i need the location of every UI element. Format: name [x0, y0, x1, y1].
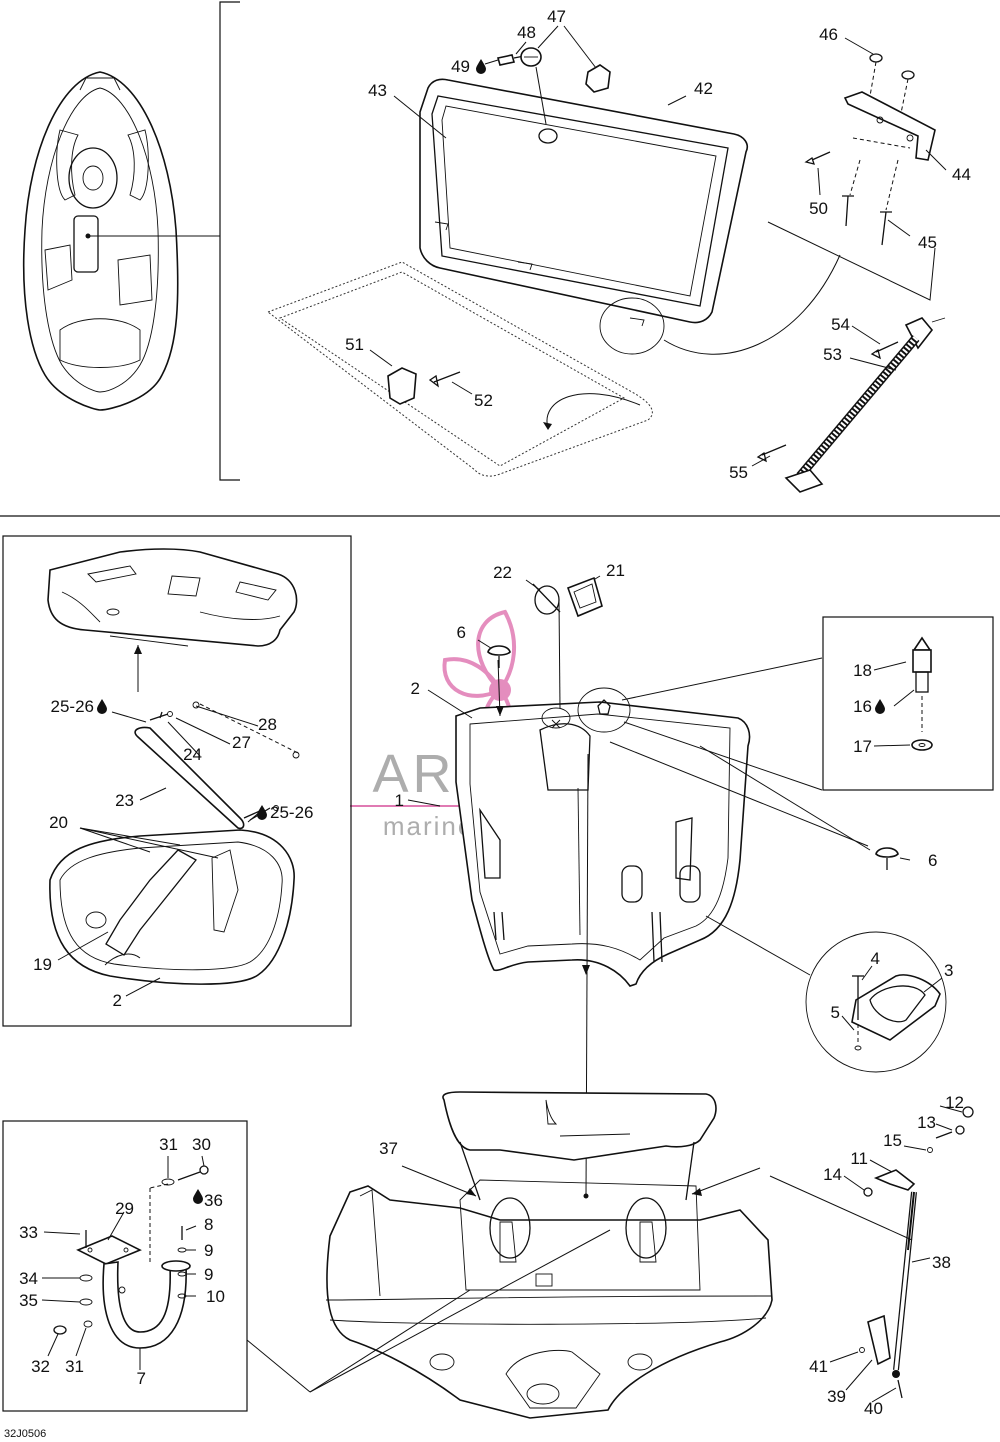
- callout-18: 18: [853, 661, 872, 680]
- callout-30: 30: [192, 1135, 211, 1154]
- callout-11: 11: [850, 1149, 868, 1168]
- callout-4: 4: [871, 949, 880, 968]
- storage-opening-outline: [266, 261, 653, 477]
- callout-54: 54: [831, 315, 850, 334]
- callout-45: 45: [918, 233, 937, 252]
- callout-3: 3: [944, 961, 953, 980]
- callout-5: 5: [831, 1003, 840, 1022]
- callout-25-26-upper: 25-26: [51, 697, 94, 716]
- callout-14: 14: [823, 1165, 842, 1184]
- callout-38: 38: [932, 1253, 951, 1272]
- callout-9-upper: 9: [204, 1241, 213, 1260]
- callout-44: 44: [952, 165, 971, 184]
- callout-27: 27: [232, 733, 251, 752]
- callout-37: 37: [379, 1139, 398, 1158]
- callout-23: 23: [115, 791, 134, 810]
- callout-36: 36: [204, 1191, 223, 1210]
- fastener-inset-parts: [873, 636, 933, 751]
- callout-46: 46: [819, 25, 838, 44]
- callout-2-seat: 2: [113, 991, 122, 1010]
- callout-42: 42: [694, 79, 713, 98]
- callout-40: 40: [864, 1399, 883, 1418]
- clip-parts-21-22: [487, 576, 603, 668]
- callout-47: 47: [547, 7, 566, 26]
- callout-12: 12: [945, 1093, 964, 1112]
- storage-lid-frame: [419, 78, 749, 327]
- callout-49: 49: [451, 57, 470, 76]
- gas-spring-53: [756, 317, 946, 493]
- callout-1: 1: [395, 791, 404, 810]
- callout-22: 22: [493, 563, 512, 582]
- callout-21: 21: [606, 561, 625, 580]
- callout-10: 10: [206, 1287, 225, 1306]
- callout-16: 16: [853, 697, 872, 716]
- callout-33: 33: [19, 1223, 38, 1242]
- lid-latch-parts: [496, 47, 611, 125]
- callout-20: 20: [49, 813, 68, 832]
- inset-box-fastener: [822, 616, 994, 791]
- callout-55: 55: [729, 463, 748, 482]
- callout-25-26-lower: 25-26: [270, 803, 313, 822]
- storage-bin-1: [455, 599, 751, 1199]
- callout-43: 43: [368, 81, 387, 100]
- callout-34: 34: [19, 1269, 38, 1288]
- hull-rear-view: [325, 1091, 773, 1419]
- callout-41: 41: [809, 1357, 828, 1376]
- callout-35: 35: [19, 1291, 38, 1310]
- callout-51: 51: [345, 335, 364, 354]
- callout-31-bottom: 31: [65, 1357, 84, 1376]
- overview-bracket: [219, 1, 240, 481]
- callout-50: 50: [809, 199, 828, 218]
- push-rivet-6: [875, 847, 911, 870]
- bin-mid-leaders: [407, 575, 871, 976]
- callout-39: 39: [827, 1387, 846, 1406]
- zoom-circle-lid-clip: [599, 297, 665, 355]
- callout-53: 53: [823, 345, 842, 364]
- callout-31-top: 31: [159, 1135, 178, 1154]
- drop-icon: [257, 805, 267, 820]
- drop-icon: [476, 59, 486, 74]
- seat-cushion-illustration: [47, 548, 298, 692]
- callout-6-top: 6: [457, 623, 466, 642]
- drop-icon: [193, 1189, 203, 1204]
- callout-13: 13: [917, 1113, 936, 1132]
- callout-29: 29: [115, 1199, 134, 1218]
- drop-icon: [97, 699, 107, 714]
- callout-24: 24: [183, 745, 202, 764]
- callout-7: 7: [137, 1369, 146, 1388]
- callout-labels: 47 48 49 43 42 46 44 50 45 51 52 54 53 5…: [19, 7, 971, 1418]
- callout-6-right: 6: [928, 851, 937, 870]
- callout-19: 19: [33, 955, 52, 974]
- callout-9-lower: 9: [204, 1265, 213, 1284]
- drain-zoom-circle: [805, 931, 947, 1073]
- callout-2-bin: 2: [411, 679, 420, 698]
- seat-bracket-23: [134, 701, 301, 830]
- inset-box-handle: [2, 1120, 248, 1412]
- top-leaders: [369, 25, 947, 467]
- seat-inset-leaders: [57, 705, 263, 997]
- drop-icon: [875, 699, 885, 714]
- hull-overview: [22, 71, 220, 411]
- callout-48: 48: [517, 23, 536, 42]
- lid-stop-parts: [387, 367, 641, 430]
- callout-52: 52: [474, 391, 493, 410]
- callout-28: 28: [258, 715, 277, 734]
- inset-box-seat-frame: [2, 535, 352, 1027]
- callout-8: 8: [204, 1215, 213, 1234]
- callout-17: 17: [853, 737, 872, 756]
- gas-spring-38: [769, 1105, 974, 1403]
- hinge-bracket: [804, 53, 936, 246]
- callout-15: 15: [883, 1131, 902, 1150]
- seat-frame-2: [49, 829, 295, 985]
- callout-32: 32: [31, 1357, 50, 1376]
- doc-code: 32J0506: [4, 1428, 46, 1440]
- handle-inset-parts: [41, 1155, 611, 1393]
